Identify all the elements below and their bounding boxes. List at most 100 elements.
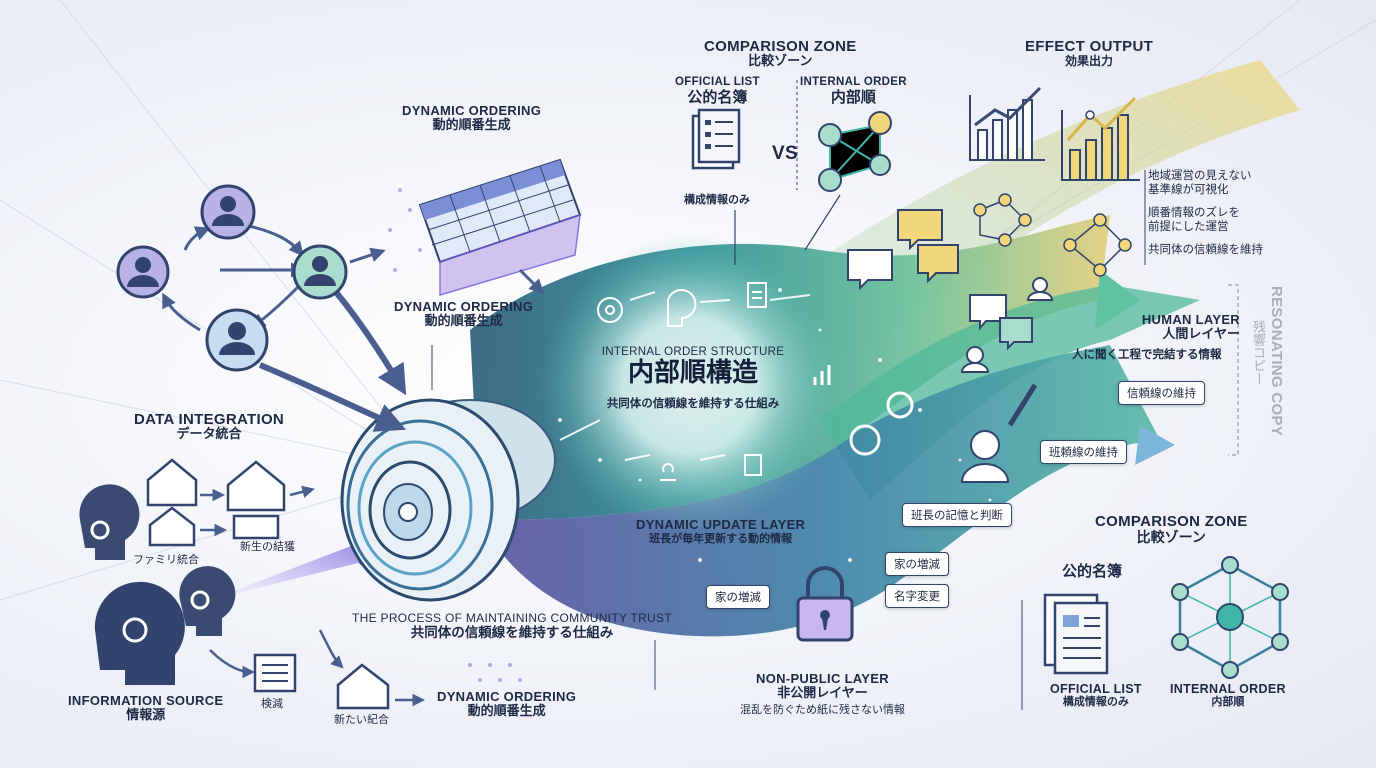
badge-trust-line: 信頼線の維持 [1118,381,1205,405]
human-layer-jp: 人間レイヤー [1162,326,1240,342]
effect-output-jp: 効果出力 [1065,54,1114,69]
effect-output-en: EFFECT OUTPUT [1025,38,1154,55]
comparison-bottom-left: OFFICIAL LIST 構成情報のみ [1050,682,1142,709]
information-source-en: INFORMATION SOURCE [68,693,224,708]
core-arrows [559,291,811,461]
dynamic-update-en: DYNAMIC UPDATE LAYER [636,517,806,532]
gear-icons [90,520,210,643]
dynamic-ordering-top-jp: 動的順番生成 [432,117,511,133]
effect-output-title: EFFECT OUTPUT 効果出力 [1025,38,1153,69]
bottom-internal-order-network-icon [1171,556,1289,679]
comparison-bottom-left-en: OFFICIAL LIST [1050,682,1142,696]
comparison-top-right-jp: 内部順 [830,88,876,107]
official-list-doc-icon [691,108,741,170]
comparison-top-left-jp: 公的名簿 [687,88,748,107]
non-public-en: NON-PUBLIC LAYER [756,671,889,686]
lock-icon [796,566,854,642]
comparison-top-jp: 比較ゾーン [748,54,813,70]
core-en: INTERNAL ORDER STRUCTURE [601,346,785,358]
core-sub-jp: 共同体の信頼線を維持する仕組み [606,396,780,411]
new-union-label: 新たい紀合 [334,713,389,726]
person-node-4 [205,308,269,372]
effect-item-1: 地域運営の見えない 基準線が可視化 [1148,168,1252,197]
human-layer-icons [849,277,1054,483]
comparison-top-left-en: OFFICIAL LIST [675,76,760,88]
process-label: THE PROCESS OF MAINTAINING COMMUNITY TRU… [352,611,672,641]
core-title-jp: 内部順構造 [627,358,758,389]
comparison-bottom-title: COMPARISON ZONE 比較ゾーン [1095,513,1248,546]
resonating-bracket [1228,284,1239,456]
particle-dots-purple [388,188,522,682]
effect-bar-chart-2 [1061,96,1140,181]
new-birth-label: 新生の結獲 [240,540,295,553]
comparison-top-en: COMPARISON ZONE [704,38,857,55]
data-integration-jp: データ統合 [176,427,242,443]
left-flow-arrows [200,485,425,707]
comparison-bottom-jp: 比較ゾーン [1136,530,1206,547]
lens-tunnel [340,398,556,602]
dynamic-ordering-mid-jp: 動的順番生成 [424,313,503,329]
badge-name-change: 名字変更 [885,584,949,608]
comparison-bottom-left-note: 構成情報のみ [1062,695,1129,709]
badge-leader-memory: 班長の記憶と判断 [902,503,1012,527]
info-source-heads [79,484,236,685]
question-bubbles [847,209,1033,351]
comparison-bottom-right-jp: 内部順 [1211,695,1245,709]
comparison-bottom-right-en: INTERNAL ORDER [1170,682,1286,696]
dynamic-update-label: DYNAMIC UPDATE LAYER 班長が毎年更新する動的情報 [636,517,806,546]
lower-flow-stream [480,345,1160,637]
badge-group-trust: 班頼線の維持 [1040,440,1127,464]
resonating-copy-jp: 残響コピー [1250,320,1265,385]
kengen-label: 検減 [261,697,283,710]
input-beam [210,535,380,600]
non-public-desc: 混乱を防ぐため紙に残さない情報 [740,702,905,716]
data-integration-en: DATA INTEGRATION [134,411,285,428]
comparison-vs: VS [772,143,798,164]
effect-network-icon [973,193,1132,277]
information-source-jp: 情報源 [126,707,166,723]
dynamic-ordering-mid-label: DYNAMIC ORDERING 動的順番生成 [394,299,534,330]
trust-arrow-head [1135,425,1175,465]
human-layer-arrow-head [1095,270,1140,330]
dynamic-ordering-bottom-en: DYNAMIC ORDERING [437,689,577,704]
ordering-table-icon [418,158,582,297]
ordering-arrow-down [518,268,545,295]
effect-item-3: 共同体の信頼線を維持 [1148,241,1263,256]
person-node-1 [200,184,256,240]
human-layer-en: HUMAN LAYER [1141,312,1240,327]
comparison-top-right: INTERNAL ORDER 内部順 [800,76,907,106]
effect-output-list: 地域運営の見えない 基準線が可視化 順番情報のズレを 前提にした運営 共同体の信… [1148,168,1263,264]
comparison-pointer-right [804,194,841,251]
person-node-2 [116,245,170,299]
data-integration-label: DATA INTEGRATION データ統合 [134,411,284,443]
comparison-top-title: COMPARISON ZONE 比較ゾーン [704,38,857,70]
resonating-copy-en: RESONATING COPY [1268,286,1285,437]
kengen-doc-icon [253,653,297,693]
comparison-bottom-right: INTERNAL ORDER 内部順 [1170,682,1286,709]
effect-bar-chart-1 [969,86,1045,161]
comparison-top-left: OFFICIAL LIST 公的名簿 [675,76,760,106]
house-icons [146,458,390,710]
process-jp: 共同体の信頼線を維持する仕組み [410,624,614,641]
comparison-top-note: 構成情報のみ [684,193,750,206]
human-layer-desc: 人に聞く工程で完結する情報 [1072,347,1222,361]
dynamic-ordering-mid-en: DYNAMIC ORDERING [394,299,534,314]
non-public-label: NON-PUBLIC LAYER 非公開レイヤー 混乱を防ぐため紙に残さない情報 [740,671,905,717]
dynamic-ordering-top-label: DYNAMIC ORDERING 動的順番生成 [402,103,542,134]
human-layer-label: HUMAN LAYER 人間レイヤー [1100,312,1240,343]
dynamic-update-jp: 班長が毎年更新する動的情報 [649,531,793,545]
badge-house-change-right: 家の増減 [885,552,949,576]
comparison-bottom-en: COMPARISON ZONE [1095,513,1248,530]
family-integration-label: ファミリ統合 [133,553,199,566]
bottom-official-list-icon [1043,593,1109,675]
dynamic-ordering-bottom-jp: 動的順番生成 [467,703,546,719]
internal-order-network-icon [818,111,892,192]
core-label: INTERNAL ORDER STRUCTURE 内部順構造 共同体の信頼線を維… [588,346,798,410]
dynamic-ordering-top-en: DYNAMIC ORDERING [402,103,542,118]
core-icons [597,282,831,481]
non-public-jp: 非公開レイヤー [777,685,868,701]
effect-item-2: 順番情報のズレを 前提にした運営 [1148,204,1240,234]
comparison-bottom-left-jp: 公的名簿 [1062,562,1123,580]
person-node-3 [292,244,348,300]
